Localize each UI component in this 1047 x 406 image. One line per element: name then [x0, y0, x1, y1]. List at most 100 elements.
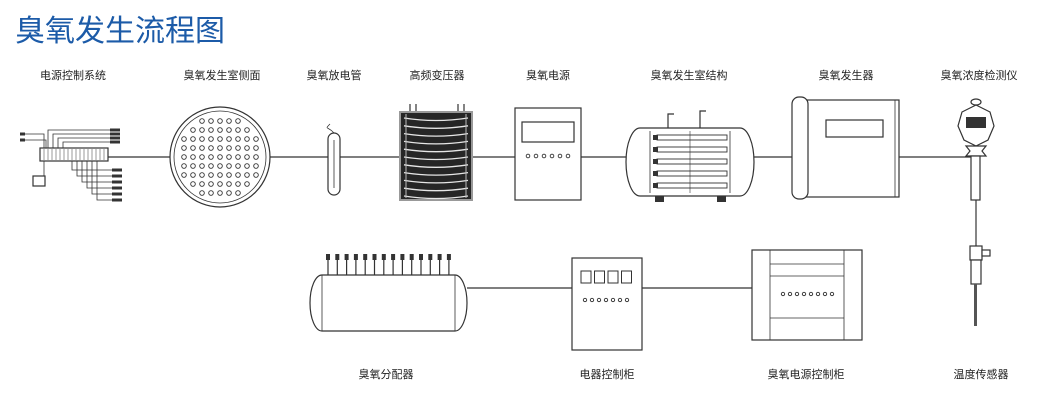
power-supply-indicator-dot — [541, 153, 547, 159]
sensor-side-port — [981, 249, 991, 257]
cabinet-indicator-dot — [589, 297, 595, 303]
cabinet-indicator-dot — [617, 297, 623, 303]
chamber-hole — [199, 154, 205, 160]
terminal-cap — [112, 186, 122, 190]
chamber-hole — [217, 154, 223, 160]
cabinet-indicator-dot — [603, 297, 609, 303]
chamber-hole — [235, 145, 241, 151]
distributor-pipe-cap — [363, 254, 368, 260]
chamber-electrode-plates — [653, 131, 728, 193]
chamber-hole — [226, 181, 232, 187]
power-control-cabinet-case — [751, 249, 863, 341]
chamber-hole — [226, 127, 232, 133]
chamber-hole — [253, 154, 259, 160]
chamber-top-pipes — [667, 110, 706, 128]
label-ozone-power-supply: 臭氧电源 — [526, 68, 570, 82]
power-control-cabinet-indicators — [780, 291, 835, 297]
sensor-body — [970, 259, 982, 285]
chamber-hole — [208, 127, 214, 133]
chamber-hole — [217, 118, 223, 124]
chamber-hole — [253, 163, 259, 169]
chamber-hole — [199, 181, 205, 187]
transformer-coil-turn — [403, 156, 469, 161]
chamber-hole — [208, 154, 214, 160]
chamber-left-leg — [655, 196, 664, 202]
terminal-strip-cells — [43, 149, 105, 160]
chamber-hole — [244, 181, 250, 187]
power-supply-indicator-dot — [557, 153, 563, 159]
cabinet-meter — [580, 270, 592, 284]
chamber-hole — [226, 145, 232, 151]
chamber-hole — [235, 172, 241, 178]
transformer-terminals — [409, 104, 465, 112]
cabinet-meter — [607, 270, 619, 284]
chamber-hole — [217, 163, 223, 169]
chamber-hole — [235, 118, 241, 124]
electrode-plate-terminal — [653, 159, 658, 164]
chamber-right-leg — [717, 196, 726, 202]
chamber-hole — [190, 145, 196, 151]
chamber-hole — [190, 136, 196, 142]
distributor-tank — [309, 274, 468, 332]
detector-collar — [964, 145, 988, 157]
hf-transformer-device — [399, 104, 473, 201]
terminal-caps — [20, 128, 122, 202]
distributor-pipe-cap — [409, 254, 414, 260]
electrode-plate — [656, 158, 728, 165]
left-wires — [24, 133, 47, 148]
distributor-pipe-cap — [381, 254, 386, 260]
generator-side-cylinder — [791, 96, 809, 200]
label-temperature-sensor: 温度传感器 — [954, 367, 1009, 381]
distributor-pipe-cap — [391, 254, 396, 260]
chamber-hole — [208, 118, 214, 124]
chamber-hole — [181, 145, 187, 151]
power-control-cabinet-dot — [829, 291, 835, 297]
electrical-cabinet-device — [571, 257, 643, 351]
sensor-probe — [974, 284, 977, 326]
chamber-hole — [217, 181, 223, 187]
chamber-hole — [226, 154, 232, 160]
chamber-hole — [235, 181, 241, 187]
label-power-control-cabinet: 臭氧电源控制柜 — [768, 367, 845, 381]
power-control-cabinet-dot — [815, 291, 821, 297]
cabinet-meter — [594, 270, 605, 284]
terminal-cap — [112, 192, 122, 196]
transformer-coil-turn — [403, 132, 469, 137]
sensor-connector — [969, 245, 983, 261]
tube-lead-wire — [326, 123, 335, 134]
cabinet-indicator-dot — [596, 297, 602, 303]
chamber-hole — [226, 163, 232, 169]
power-supply-indicator-dot — [565, 153, 571, 159]
chamber-hole — [253, 145, 259, 151]
chamber-hole — [181, 172, 187, 178]
ozone-power-supply-device — [514, 107, 582, 201]
transformer-coils — [403, 114, 469, 200]
detector-screen — [966, 117, 986, 128]
cabinet-indicator-dot — [610, 297, 616, 303]
electrode-plate — [656, 134, 728, 141]
label-generator-chamber-structure: 臭氧发生室结构 — [651, 68, 728, 82]
chamber-hole — [190, 172, 196, 178]
distributor-pipe-cap — [335, 254, 340, 260]
chamber-hole — [199, 136, 205, 142]
power-control-cabinet-dot — [808, 291, 814, 297]
chamber-hole — [181, 154, 187, 160]
electrode-plate — [656, 146, 728, 153]
distributor-pipe-cap — [419, 254, 423, 260]
chamber-hole — [208, 163, 214, 169]
chamber-hole — [199, 118, 205, 124]
chamber-hole — [244, 136, 250, 142]
concentration-detector-device — [957, 98, 995, 201]
power-control-cabinet-dot — [787, 291, 793, 297]
terminal-cap — [20, 132, 25, 136]
ozone-distributor-device — [309, 254, 468, 332]
chamber-hole — [235, 154, 241, 160]
small-relay-box — [32, 175, 46, 187]
terminal-strip — [39, 147, 109, 162]
chamber-hole — [217, 136, 223, 142]
distributor-pipe-cap — [400, 254, 405, 260]
chamber-hole — [244, 172, 250, 178]
chamber-hole — [208, 136, 214, 142]
terminal-cap — [110, 140, 120, 144]
